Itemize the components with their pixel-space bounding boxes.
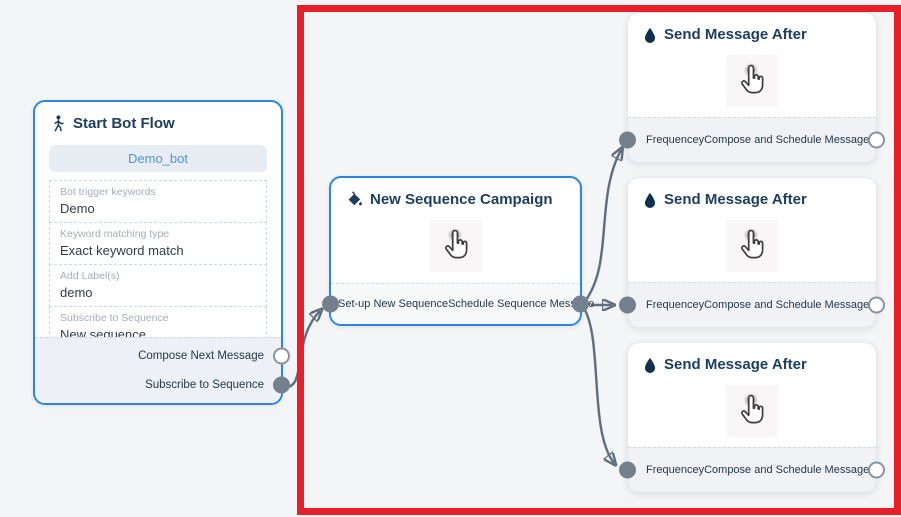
field-add-labels[interactable]: Add Label(s) demo [49,264,267,307]
message-node-header: Send Message After [628,178,876,208]
water-drop-icon [644,192,656,208]
paint-bucket-icon [348,191,362,206]
message-node-header: Send Message After [628,343,876,373]
input-port-frequency[interactable] [619,296,636,314]
hand-pointer-icon [741,63,764,94]
bot-name-button[interactable]: Demo_bot [49,145,267,172]
field-keyword-matching-type[interactable]: Keyword matching type Exact keyword matc… [49,222,267,265]
edge-subscribe-to-campaign [282,311,320,389]
port-label: Compose Next Message [138,350,264,362]
send-message-after-node-1[interactable]: Send Message After Frequencey Compose an… [619,12,885,163]
output-port-subscribe-to-sequence[interactable] [273,376,290,394]
port-label: Subscribe to Sequence [145,379,264,391]
field-label: Add Label(s) [60,270,120,282]
start-node-title: Start Bot Flow [73,115,175,132]
port-label-frequency: Frequencey [646,134,705,146]
input-port-frequency[interactable] [619,461,636,479]
output-port-compose-schedule[interactable] [868,131,885,149]
field-label: Subscribe to Sequence [60,312,169,324]
port-label-compose-schedule: Compose and Schedule Message [704,299,870,311]
start-bot-flow-node[interactable]: Start Bot Flow Demo_bot Bot trigger keyw… [33,100,290,405]
water-drop-icon [644,27,656,43]
port-row-compose-next-message: Compose Next Message [35,345,290,367]
edge-campaign-to-message-3 [581,304,614,463]
port-row-subscribe-to-sequence: Subscribe to Sequence [35,374,290,396]
port-label-frequency: Frequencey [646,299,705,311]
hand-pointer-icon [741,228,764,259]
field-label: Keyword matching type [60,228,170,240]
start-node-fields: Bot trigger keywords Demo Keyword matchi… [49,180,267,349]
output-port-compose-schedule[interactable] [868,296,885,314]
send-message-after-node-2[interactable]: Send Message After Frequencey Compose an… [619,177,885,328]
input-port-frequency[interactable] [619,131,636,149]
port-label-compose-schedule: Compose and Schedule Message [704,134,870,146]
port-label-frequency: Frequencey [646,464,705,476]
port-label-setup-new-sequence: Set-up New Sequence [338,298,449,310]
walking-person-icon [54,115,64,132]
campaign-node-footer: Set-up New Sequence Schedule Sequence Me… [322,283,594,324]
start-node-footer: Compose Next Message Subscribe to Sequen… [35,337,290,403]
output-port-schedule-sequence-message[interactable] [572,295,589,313]
output-port-compose-next-message[interactable] [273,347,290,365]
field-value: demo [60,285,93,300]
message-config-button[interactable] [726,55,778,107]
field-label: Bot trigger keywords [60,186,156,198]
hand-pointer-icon [741,393,764,424]
output-port-compose-schedule[interactable] [868,461,885,479]
hand-pointer-icon [444,228,467,259]
start-node-header: Start Bot Flow [35,102,281,132]
send-message-after-node-3[interactable]: Send Message After Frequencey Compose an… [619,342,885,493]
message-config-button[interactable] [726,385,778,437]
campaign-config-button[interactable] [429,220,482,272]
campaign-node-title: New Sequence Campaign [370,191,553,208]
field-bot-trigger-keywords[interactable]: Bot trigger keywords Demo [49,180,267,223]
campaign-node-header: New Sequence Campaign [331,178,580,208]
field-value: Demo [60,201,95,216]
message-node-title: Send Message After [664,26,807,43]
edge-campaign-to-message-1 [581,150,621,306]
input-port-setup-new-sequence[interactable] [322,295,339,313]
new-sequence-campaign-node[interactable]: New Sequence Campaign Set-up New Sequenc… [322,176,594,326]
message-node-title: Send Message After [664,191,807,208]
port-label-compose-schedule: Compose and Schedule Message [704,464,870,476]
message-node-title: Send Message After [664,356,807,373]
message-node-footer: Frequencey Compose and Schedule Message [619,282,885,327]
port-label-schedule-sequence-message: Schedule Sequence Message [448,298,595,310]
message-node-footer: Frequencey Compose and Schedule Message [619,447,885,492]
message-config-button[interactable] [726,220,778,272]
water-drop-icon [644,357,656,373]
message-node-header: Send Message After [628,13,876,43]
message-node-footer: Frequencey Compose and Schedule Message [619,117,885,162]
field-value: Exact keyword match [60,243,184,258]
